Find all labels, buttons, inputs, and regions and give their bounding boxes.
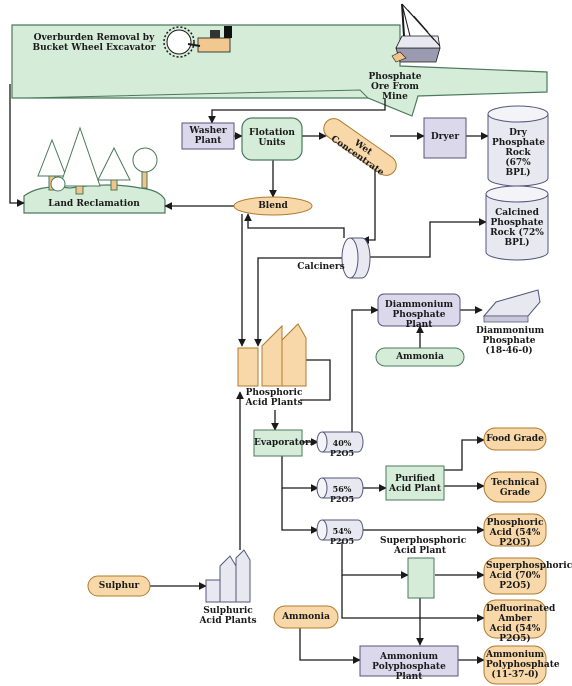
technical-grade-box	[483, 471, 547, 503]
dap-plant-box	[377, 293, 461, 327]
calcined-rock-silo	[485, 185, 549, 261]
dragline-icon	[391, 3, 441, 63]
dap-product-pile	[482, 289, 541, 323]
sulphur-box	[87, 575, 151, 597]
phos-acid-54-box	[483, 513, 547, 547]
p56-drum	[316, 477, 364, 499]
dryer-box	[423, 117, 467, 159]
bucket-wheel-excavator-icon	[163, 26, 232, 58]
diagram-canvas	[9, 3, 549, 685]
phosphate-process-diagram: Overburden Removal by Bucket Wheel Excav…	[9, 3, 572, 685]
ammonia-2-box	[273, 605, 339, 629]
washer-plant-box	[181, 122, 235, 150]
phosphoric-acid-plants-icon	[237, 323, 307, 387]
flotation-units-box	[241, 117, 303, 161]
mine-band	[11, 24, 548, 117]
blend-ellipse	[233, 196, 313, 216]
superphos-acid-box	[483, 557, 547, 595]
calciners-drum	[341, 237, 371, 279]
defluorinated-box	[483, 599, 547, 639]
ammonia-1-box	[375, 347, 465, 367]
sulphuric-acid-plants-icon	[205, 549, 251, 603]
food-grade-box	[483, 427, 547, 451]
p54-drum	[316, 519, 364, 541]
wet-concentrate-cylinder	[323, 118, 397, 176]
evaporators-box	[253, 429, 303, 457]
app-plant-box	[359, 645, 459, 677]
app-product-box	[483, 645, 547, 685]
purified-acid-plant-box	[385, 465, 445, 501]
superphos-plant-box	[407, 557, 435, 599]
tree-icons	[37, 126, 158, 195]
p40-drum	[316, 431, 364, 453]
dry-rock-silo	[487, 105, 549, 187]
land-reclamation-ground	[23, 184, 166, 214]
